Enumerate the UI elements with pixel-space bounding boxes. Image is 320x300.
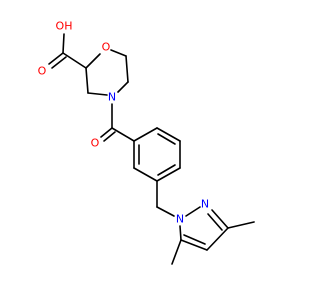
bond-n1-n2 bbox=[185, 206, 201, 217]
molecule-drawing: OH O O N O N N bbox=[38, 20, 255, 265]
bond-n2-c3-a bbox=[211, 209, 229, 229]
bond-c3-c4 bbox=[206, 227, 229, 251]
bond-c5-n1 bbox=[179, 225, 182, 241]
bond-c3-c2 bbox=[85, 67, 89, 94]
bond-c-o-double-b bbox=[51, 56, 67, 69]
bond-c5-methyl bbox=[171, 239, 182, 265]
bonds bbox=[48, 33, 255, 265]
bond-ar-c5-c6 bbox=[133, 167, 158, 182]
label-amide-o: O bbox=[91, 137, 100, 150]
label-morpholine-n: N bbox=[108, 91, 116, 104]
bond-n4-c3 bbox=[87, 92, 108, 96]
bond-c-oh bbox=[62, 33, 65, 54]
bond-ar-c2-c3-inner bbox=[157, 133, 176, 145]
bond-c6-c5 bbox=[125, 55, 129, 83]
bond-ar-c2-c3 bbox=[156, 127, 181, 142]
bond-c2-o1 bbox=[85, 53, 101, 69]
bond-n2-c3-b bbox=[207, 213, 223, 231]
bond-c3-methyl bbox=[227, 221, 255, 229]
bond-c4-c5-a bbox=[180, 239, 208, 251]
structure-diagram: OH O O N O N N bbox=[38, 20, 255, 265]
label-morpholine-o: O bbox=[102, 41, 111, 54]
bond-c4-c5-b bbox=[183, 234, 206, 245]
bond-ar-c4-c5-inner bbox=[157, 164, 176, 176]
bond-ar-c1-c2 bbox=[133, 127, 158, 142]
bond-c5-n4 bbox=[117, 81, 129, 93]
atom-labels: OH O O N O N N bbox=[38, 20, 209, 226]
bond-amide-co-b bbox=[103, 131, 116, 142]
label-carboxyl-o: O bbox=[38, 65, 47, 78]
bond-ar-c4-c5 bbox=[156, 167, 181, 182]
label-pyrazole-n1: N bbox=[176, 213, 184, 226]
bond-carbonyl-c-ring bbox=[111, 127, 135, 142]
bond-o1-c6 bbox=[110, 49, 127, 57]
bond-c-o-double-a bbox=[48, 52, 64, 65]
label-pyrazole-n2: N bbox=[201, 198, 209, 211]
bond-c-morpholine-c2 bbox=[62, 52, 87, 69]
bond-ch2-n1 bbox=[156, 206, 175, 217]
bond-amide-co-a bbox=[100, 127, 113, 138]
label-carboxyl-oh: OH bbox=[56, 20, 73, 33]
